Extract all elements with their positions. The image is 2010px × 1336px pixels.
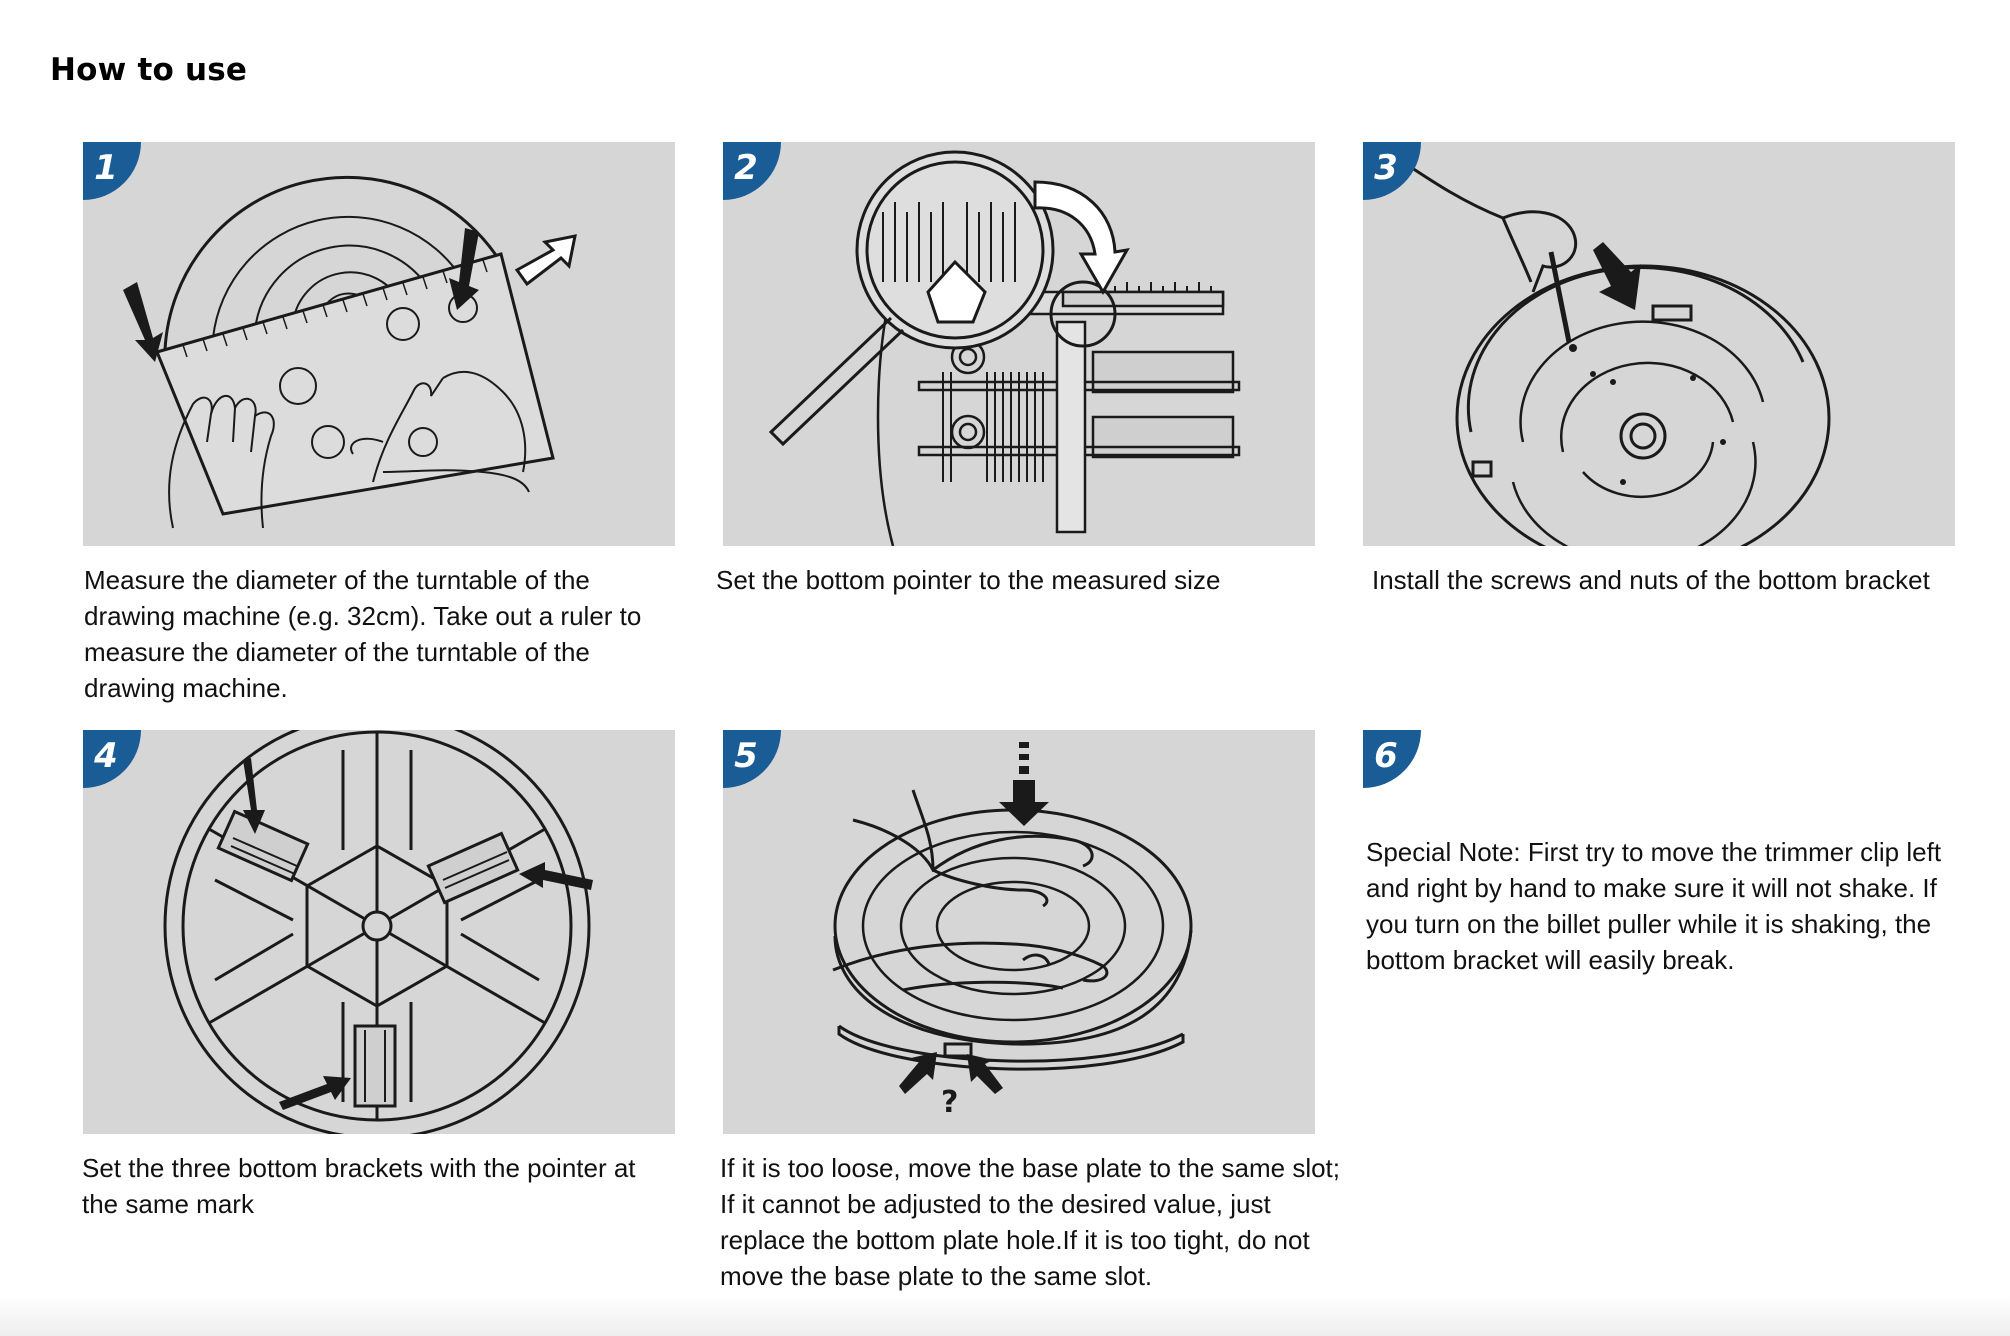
step-5-badge: 5 bbox=[723, 730, 783, 790]
step-2-number: 2 bbox=[734, 148, 758, 188]
step-3-number: 3 bbox=[1374, 148, 1398, 188]
step-3-badge: 3 bbox=[1363, 142, 1423, 202]
ruler-measuring-turntable-drawing bbox=[123, 175, 577, 529]
step-6-caption: Special Note: First try to move the trim… bbox=[1366, 837, 1942, 975]
step-4-caption: Set the three bottom brackets with the p… bbox=[82, 1153, 636, 1219]
bottom-edge-shade bbox=[0, 1296, 2010, 1336]
three-brackets-plate-drawing bbox=[163, 730, 593, 1134]
hands-pressing-plate-drawing: ? bbox=[832, 742, 1193, 1120]
step-2-caption: Set the bottom pointer to the measured s… bbox=[716, 565, 1221, 595]
step-2-badge: 2 bbox=[723, 142, 783, 202]
step-5-caption: If it is too loose, move the base plate … bbox=[720, 1153, 1341, 1291]
step-6-number: 6 bbox=[1374, 736, 1398, 776]
screwdriver-bracket-drawing bbox=[1402, 160, 1831, 546]
page-title: How to use bbox=[50, 52, 248, 88]
step-5-number: 5 bbox=[734, 736, 758, 776]
step-1-illustration bbox=[83, 142, 675, 546]
step-4-illustration bbox=[83, 730, 675, 1134]
step-3-caption: Install the screws and nuts of the botto… bbox=[1372, 565, 1930, 595]
step-5-illustration: ? bbox=[723, 730, 1315, 1134]
step-6-badge: 6 bbox=[1363, 730, 1423, 790]
step-3-illustration bbox=[1363, 142, 1955, 546]
step-1-badge: 1 bbox=[83, 142, 143, 202]
step-2-illustration bbox=[723, 142, 1315, 546]
step-4-badge: 4 bbox=[83, 730, 143, 790]
magnifier-pointer-scale-drawing bbox=[768, 150, 1241, 546]
step-4-number: 4 bbox=[94, 736, 118, 776]
step-1-caption: Measure the diameter of the turntable of… bbox=[84, 565, 642, 703]
step-1-number: 1 bbox=[94, 148, 118, 188]
svg-text:?: ? bbox=[941, 1085, 958, 1120]
